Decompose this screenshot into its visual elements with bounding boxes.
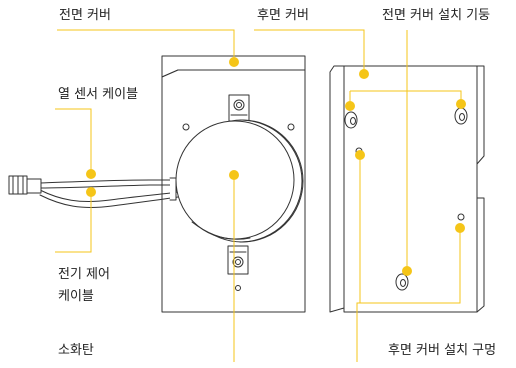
label-power-control-cable: 전기 제어 케이블 <box>58 264 110 308</box>
post-icon <box>344 111 358 129</box>
callout-dots <box>86 57 466 276</box>
rear-hole-icon <box>457 213 465 221</box>
label-heat-sensor-cable: 열 센서 케이블 <box>58 87 139 102</box>
label-power-control-cable-line1: 전기 제어 <box>58 267 110 282</box>
cables <box>8 175 179 208</box>
callout-lines <box>55 29 462 362</box>
label-power-control-cable-line2: 케이블 <box>58 289 94 304</box>
label-front-cover-post: 전면 커버 설치 기둥 <box>382 8 491 23</box>
plate-hole-icon <box>287 123 295 131</box>
plate-hole-icon <box>235 285 241 291</box>
label-front-cover: 전면 커버 <box>59 8 111 23</box>
label-rear-cover-holes: 후면 커버 설치 구멍 <box>388 343 497 358</box>
extinguisher-body <box>175 119 304 243</box>
bottom-bracket <box>227 245 249 275</box>
top-bracket <box>228 94 250 122</box>
label-extinguisher: 소화탄 <box>58 343 94 358</box>
label-rear-cover: 후면 커버 <box>257 8 309 23</box>
post-icon <box>395 273 409 291</box>
plate-hole-icon <box>182 123 190 131</box>
